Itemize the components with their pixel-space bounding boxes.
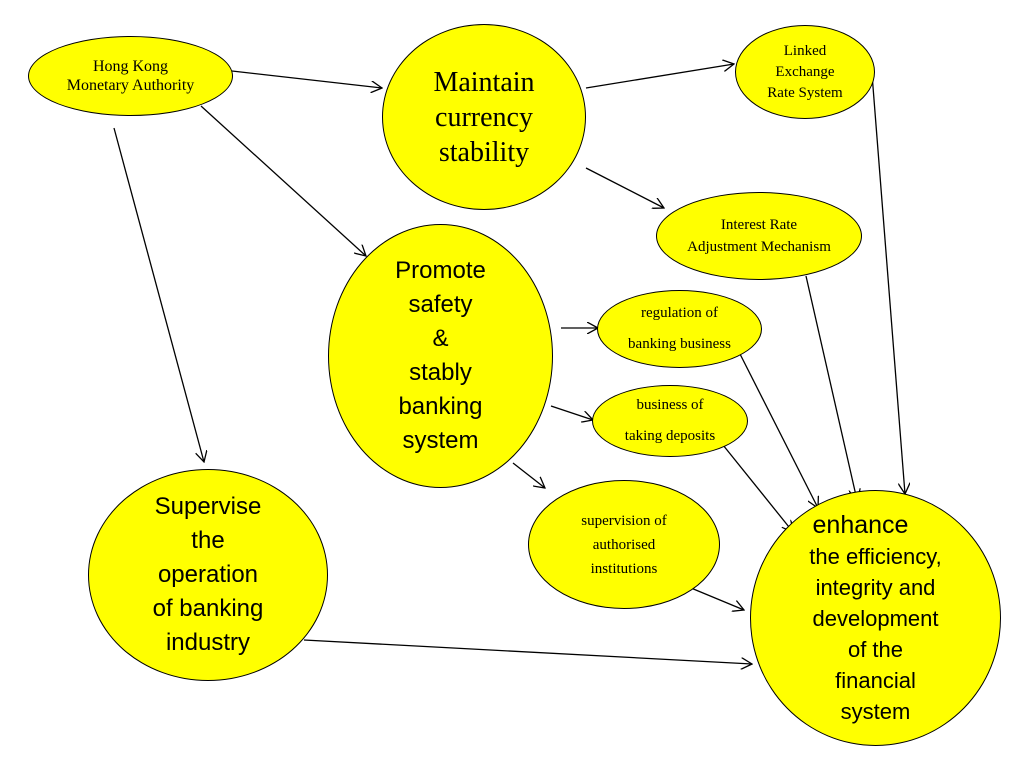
arrow-regulation-to-enhance: [738, 351, 818, 508]
node-enhance-financial-system: enhance the efficiency, integrity and de…: [750, 490, 1001, 746]
node-currency-stability: Maintain currency stability: [382, 24, 586, 210]
arrow-linked-to-enhance: [871, 73, 905, 494]
arrow-currency-to-linked: [585, 64, 734, 89]
enhance-title: enhance: [812, 511, 909, 539]
node-promote-safety: Promote safety & stably banking system: [328, 224, 553, 488]
arrow-hkma-to-safety: [200, 105, 366, 256]
arrow-hkma-to-supervise: [113, 127, 204, 462]
arrow-safety-to-authorised: [512, 462, 545, 488]
arrow-currency-to-interest: [585, 167, 664, 208]
node-interest-rate-mechanism: Interest Rate Adjustment Mechanism: [656, 192, 862, 280]
node-linked-exchange-rate: Linked Exchange Rate System: [735, 25, 875, 119]
node-taking-deposits: business of taking deposits: [592, 385, 748, 457]
arrow-deposits-to-enhance: [722, 444, 793, 532]
arrow-safety-to-deposits: [550, 405, 593, 420]
node-regulation-banking: regulation of banking business: [597, 290, 762, 368]
arrow-hkma-to-currency: [231, 70, 382, 88]
arrow-interest-to-enhance: [805, 275, 857, 500]
node-hkma: Hong Kong Monetary Authority: [28, 36, 233, 116]
enhance-body: the efficiency, integrity and developmen…: [809, 544, 942, 724]
arrow-supervise-to-enhance: [303, 639, 752, 664]
node-supervise-operation: Supervise the operation of banking indus…: [88, 469, 328, 681]
node-supervision-authorised: supervision of authorised institutions: [528, 480, 720, 609]
arrow-authorised-to-enhance: [690, 587, 744, 610]
